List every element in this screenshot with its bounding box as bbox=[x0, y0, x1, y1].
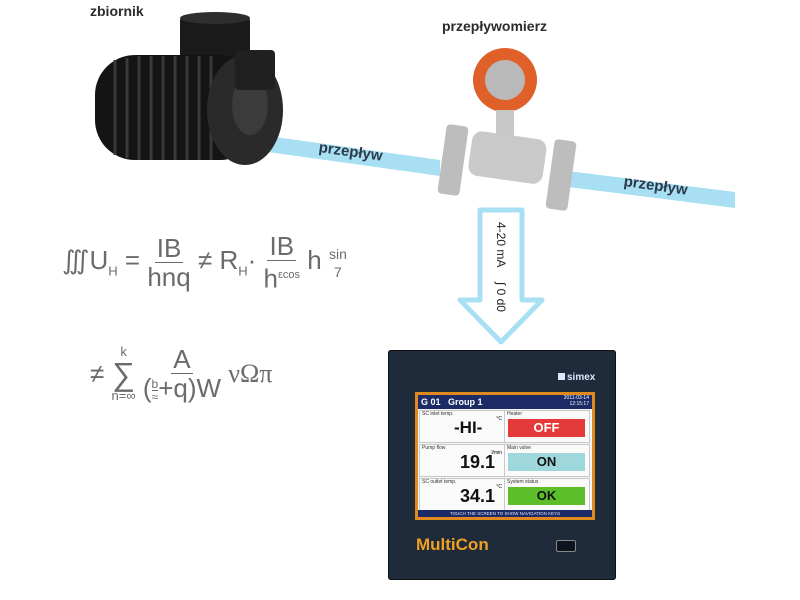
cell-title: System status bbox=[507, 479, 539, 485]
formula2-den-open: ( bbox=[142, 373, 152, 404]
screen-time: 12:15:17 bbox=[569, 401, 589, 407]
screen-group-id: G 01 bbox=[421, 397, 441, 407]
cell-unit: °C bbox=[496, 484, 502, 490]
cell-value: -HI- bbox=[454, 418, 483, 437]
cell-unit: °C bbox=[496, 416, 502, 422]
system-status: OK bbox=[508, 487, 585, 505]
formula2-sum-top: k bbox=[120, 344, 127, 359]
cell-heater[interactable]: Heater OFF bbox=[504, 410, 590, 443]
main-valve-status: ON bbox=[508, 453, 585, 471]
formula2-sigma: ∑ bbox=[112, 356, 135, 392]
multicon-device: simex G 01 Group 1 2011-03-14 12:15:17 S… bbox=[388, 350, 616, 580]
brand-label: simex bbox=[567, 372, 596, 383]
screen-date: 2011-03-14 bbox=[563, 395, 589, 401]
cell-title: SC inlet temp. bbox=[422, 411, 454, 417]
formula2-sum-bottom: n=∞ bbox=[111, 388, 136, 403]
formula1-frac1-den: hnq bbox=[147, 261, 191, 292]
product-logo: MultiCon bbox=[416, 535, 489, 554]
cell-main-valve[interactable]: Main valve ON bbox=[504, 444, 590, 477]
formula2-tail: νΩπ bbox=[228, 359, 273, 388]
cell-title: SC outlet temp. bbox=[422, 479, 457, 485]
cell-unit: l/min bbox=[491, 450, 502, 456]
formula1-prefix: ∭U bbox=[62, 245, 109, 276]
formula1-dot: · bbox=[247, 245, 257, 276]
formula2-frac: A (b≈+q)W bbox=[143, 345, 221, 403]
signal-arrow bbox=[457, 207, 545, 345]
formula2-den-rest: +q)W bbox=[158, 373, 222, 404]
tank-label: zbiornik bbox=[90, 3, 144, 19]
formula1-prefix-sub: H bbox=[108, 263, 118, 279]
formula1-r: R bbox=[219, 245, 239, 276]
pipe-right bbox=[560, 170, 735, 208]
formula-1: ∭UH = IB hnq ≠ RH· IB hεcos h sin 7 bbox=[62, 232, 347, 293]
cell-title: Heater bbox=[507, 411, 523, 417]
pipe-left bbox=[268, 136, 440, 176]
simex-logo: simex bbox=[558, 372, 595, 383]
cell-pump-flow[interactable]: Pump flow l/min 19.1 bbox=[419, 444, 505, 477]
formula2-neq: ≠ bbox=[90, 358, 105, 389]
screen-group-title: Group 1 bbox=[448, 397, 483, 407]
heater-status: OFF bbox=[508, 419, 585, 437]
formula1-seven: 7 bbox=[334, 264, 342, 281]
formula1-frac2: IB hεcos bbox=[264, 232, 301, 293]
formula1-sin7: sin 7 bbox=[329, 245, 347, 281]
cell-title: Pump flow bbox=[422, 445, 446, 451]
device-screen[interactable]: G 01 Group 1 2011-03-14 12:15:17 SC inle… bbox=[415, 392, 595, 520]
screen-header: G 01 Group 1 2011-03-14 12:15:17 bbox=[418, 395, 592, 409]
formula2-den-b: b bbox=[151, 376, 159, 391]
cell-title: Main valve bbox=[507, 445, 531, 451]
formula1-frac2-den-sup: εcos bbox=[278, 269, 301, 281]
formula1-neq: ≠ bbox=[197, 245, 213, 276]
cell-value: 19.1 bbox=[460, 452, 496, 472]
signal-label: 4-20 mA bbox=[494, 222, 508, 268]
simex-logo-mark bbox=[558, 373, 565, 380]
flowmeter-image bbox=[437, 48, 577, 211]
formula1-frac2-den-h: h bbox=[263, 263, 278, 294]
formula2-den-approx: ≈ bbox=[151, 389, 159, 404]
formula-2: ≠ k ∑ n=∞ A (b≈+q)W νΩπ bbox=[90, 345, 273, 403]
cell-system-status[interactable]: System status OK bbox=[504, 478, 590, 511]
formula2-den: (b≈+q)W bbox=[143, 374, 221, 403]
cell-value: 34.1 bbox=[460, 486, 496, 506]
formula1-h: h bbox=[307, 245, 322, 276]
tank-image bbox=[95, 12, 283, 165]
formula1-eq: = bbox=[124, 245, 141, 276]
signal-integral: ∫ 0 d0 bbox=[494, 282, 508, 312]
formula1-sin: sin bbox=[328, 246, 347, 263]
screen-footer: TOUCH THE SCREEN TO SHOW NAVIGATION KEYS bbox=[418, 510, 592, 517]
formula1-r-sub: H bbox=[238, 263, 248, 279]
cell-sc-outlet[interactable]: SC outlet temp. °C 34.1 bbox=[419, 478, 505, 511]
usb-port bbox=[556, 540, 576, 552]
cell-sc-inlet[interactable]: SC inlet temp. °C -HI- bbox=[419, 410, 505, 443]
formula2-den-inner: b≈ bbox=[151, 376, 159, 404]
formula1-frac1: IB hnq bbox=[147, 234, 190, 291]
formula2-num: A bbox=[171, 344, 193, 375]
formula1-frac1-num: IB bbox=[154, 232, 184, 263]
flowmeter-label: przepływomierz bbox=[442, 18, 548, 34]
formula2-sum: k ∑ n=∞ bbox=[112, 345, 136, 403]
formula1-frac2-den: hεcos bbox=[264, 261, 301, 293]
formula1-frac2-num: IB bbox=[267, 231, 297, 261]
